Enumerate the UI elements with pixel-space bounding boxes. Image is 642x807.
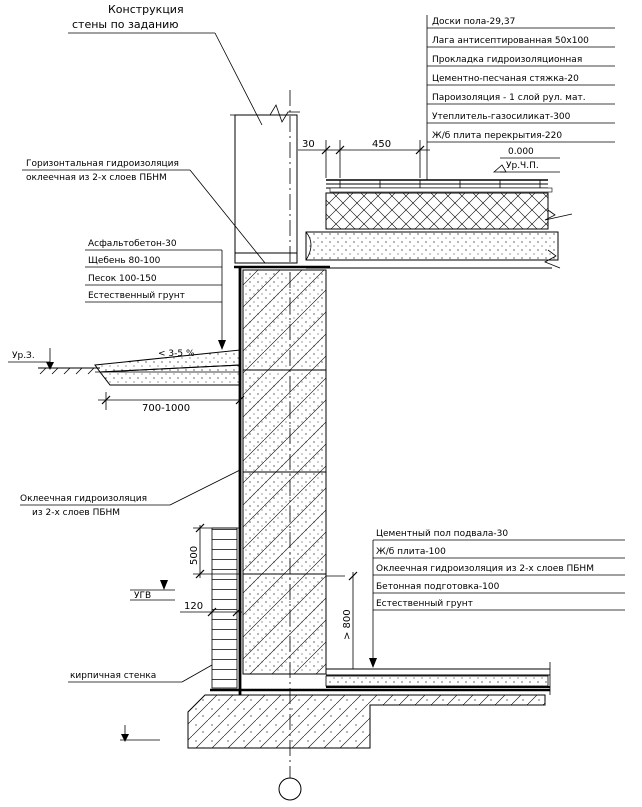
floor-construction	[305, 179, 573, 269]
brick-wall	[211, 527, 238, 689]
floor-layer-1: Доски пола-29,37	[432, 17, 515, 27]
floor-mark-label: 0.000	[508, 147, 534, 157]
basement-layer-4: Бетонная подготовка-100	[376, 582, 500, 592]
ground-level-label: Ур.З.	[12, 351, 35, 361]
dim-slope: < 3-5 %	[158, 349, 195, 359]
horizontal-waterproofing-line1: Горизонтальная гидроизоляция	[26, 159, 179, 169]
basement-layer-3: Оклеечная гидроизоляция из 2-х слоев ПБН…	[376, 564, 594, 574]
blind-area-layer-3: Песок 100-150	[88, 274, 157, 284]
horizontal-waterproofing-line2: оклеечная из 2-х слоев ПБНМ	[26, 173, 167, 183]
dim-120: 120	[184, 601, 203, 612]
brick-wall-label: кирпичная стенка	[70, 671, 156, 681]
dim-800: > 800	[342, 609, 353, 640]
basement-layer-5: Естественный грунт	[376, 599, 473, 609]
blind-area	[94, 349, 241, 386]
blind-area-layer-1: Асфальтобетон-30	[88, 239, 177, 249]
wall-title-line2: стены по заданию	[72, 18, 179, 31]
floor-level-label: Ур.Ч.П.	[506, 161, 539, 171]
groundwater-label: УГВ	[134, 591, 151, 601]
dim-30: 30	[302, 139, 315, 150]
glued-waterproofing-line1: Оклеечная гидроизоляция	[20, 494, 147, 504]
floor-layer-7: Ж/б плита перекрытия-220	[432, 131, 562, 141]
basement-layer-2: Ж/б плита-100	[376, 547, 446, 557]
blind-area-layer-4: Естественный грунт	[88, 291, 185, 301]
dim-500: 500	[189, 546, 200, 565]
wall-title-line1: Конструкция	[108, 3, 184, 16]
dim-450: 450	[372, 139, 391, 150]
foundation-blocks	[242, 269, 327, 675]
leader-lines	[20, 15, 625, 683]
basement-layer-1: Цементный пол подвала-30	[376, 529, 508, 539]
floor-layer-6: Утеплитель-газосиликат-300	[432, 112, 571, 122]
glued-waterproofing-line2: из 2-х слоев ПБНМ	[32, 508, 120, 518]
dimension-lines	[8, 140, 560, 742]
floor-layer-2: Лага антисептированная 50х100	[432, 36, 589, 46]
foundation-footing	[187, 688, 550, 749]
blind-area-layer-2: Щебень 80-100	[88, 256, 161, 266]
dim-700-1000: 700-1000	[142, 403, 190, 414]
floor-layer-4: Цементно-песчаная стяжка-20	[432, 74, 579, 84]
basement-floor	[325, 662, 551, 695]
floor-layer-3: Прокладка гидроизоляционная	[432, 55, 582, 65]
ground-line	[38, 367, 100, 375]
upper-wall	[230, 104, 300, 264]
floor-layer-5: Пароизоляция - 1 слой рул. мат.	[432, 93, 586, 103]
axis-marker	[278, 777, 302, 801]
